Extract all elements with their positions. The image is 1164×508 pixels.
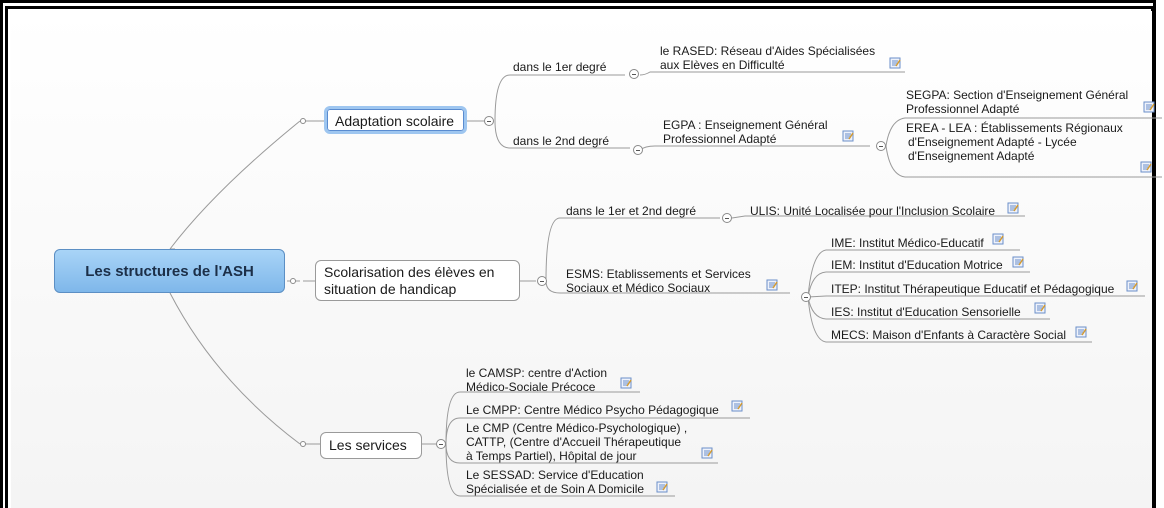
collapse-toggle[interactable]	[484, 116, 494, 126]
subtopic-1er-2nd-degre[interactable]: dans le 1er et 2nd degré	[566, 204, 697, 218]
note-icon[interactable]	[1140, 161, 1152, 173]
subtopic-itep[interactable]: ITEP: Institut Thérapeutique Educatif et…	[831, 282, 1115, 296]
subtopic-ies[interactable]: IES: Institut d'Education Sensorielle	[831, 305, 1021, 319]
collapse-toggle[interactable]	[876, 141, 886, 151]
connector-dot	[290, 278, 296, 284]
collapse-toggle[interactable]	[629, 69, 639, 79]
subtopic-mecs[interactable]: MECS: Maison d'Enfants à Caractère Socia…	[831, 328, 1067, 342]
collapse-toggle[interactable]	[633, 145, 643, 155]
subtopic-rased[interactable]: le RASED: Réseau d'Aides Spécialisées au…	[660, 44, 876, 72]
topic-adaptation-scolaire[interactable]: Adaptation scolaire	[324, 106, 467, 134]
note-icon[interactable]	[701, 447, 713, 459]
connector-dot	[300, 441, 306, 447]
collapse-toggle[interactable]	[436, 439, 446, 449]
note-icon[interactable]	[731, 400, 743, 412]
subtopic-ime[interactable]: IME: Institut Médico-Educatif	[831, 236, 984, 250]
collapse-toggle[interactable]	[537, 276, 547, 286]
note-icon[interactable]	[1126, 280, 1138, 292]
topic-label: Adaptation scolaire	[335, 113, 455, 129]
note-icon[interactable]	[620, 377, 632, 389]
subtopic-segpa[interactable]: SEGPA: Section d'Enseignement Général Pr…	[906, 88, 1129, 116]
note-icon[interactable]	[1034, 302, 1046, 314]
subtopic-ulis[interactable]: ULIS: Unité Localisée pour l'Inclusion S…	[750, 204, 996, 218]
note-icon[interactable]	[889, 57, 901, 69]
topic-les-services[interactable]: Les services	[320, 432, 422, 459]
subtopic-2nd-degre[interactable]: dans le 2nd degré	[513, 134, 610, 148]
subtopic-cmpp[interactable]: Le CMPP: Centre Médico Psycho Pédagogiqu…	[466, 403, 719, 417]
subtopic-camsp[interactable]: le CAMSP: centre d'Action Médico-Sociale…	[466, 366, 608, 394]
collapse-toggle[interactable]	[722, 213, 732, 223]
subtopic-1er-degre[interactable]: dans le 1er degré	[513, 60, 607, 74]
subtopic-esms[interactable]: ESMS: Etablissements et Services Sociaux…	[566, 267, 751, 295]
note-icon[interactable]	[992, 233, 1004, 245]
note-icon[interactable]	[842, 130, 854, 142]
subtopic-erea-lea[interactable]: EREA - LEA : Établissements Régionaux d'…	[906, 121, 1123, 163]
subtopic-sessad[interactable]: Le SESSAD: Service d'Education Spécialis…	[466, 468, 645, 496]
note-icon[interactable]	[1007, 202, 1019, 214]
subtopic-egpa[interactable]: EGPA : Enseignement Général Professionne…	[663, 118, 828, 146]
central-topic-label: Les structures de l'ASH	[85, 262, 254, 280]
connector-dot	[300, 118, 306, 124]
central-topic[interactable]: Les structures de l'ASH	[54, 249, 285, 293]
note-icon[interactable]	[1075, 326, 1087, 338]
subtopic-iem[interactable]: IEM: Institut d'Education Motrice	[831, 258, 1003, 272]
note-icon[interactable]	[656, 481, 668, 493]
note-icon[interactable]	[766, 279, 778, 291]
inner-frame	[5, 6, 1154, 508]
note-icon[interactable]	[1012, 256, 1024, 268]
note-icon[interactable]	[1143, 101, 1155, 113]
subtopic-cmp-cattp[interactable]: Le CMP (Centre Médico-Psychologique) , C…	[466, 421, 688, 463]
topic-scolarisation[interactable]: Scolarisation des élèves en situation de…	[315, 260, 520, 301]
collapse-toggle[interactable]	[801, 292, 811, 302]
